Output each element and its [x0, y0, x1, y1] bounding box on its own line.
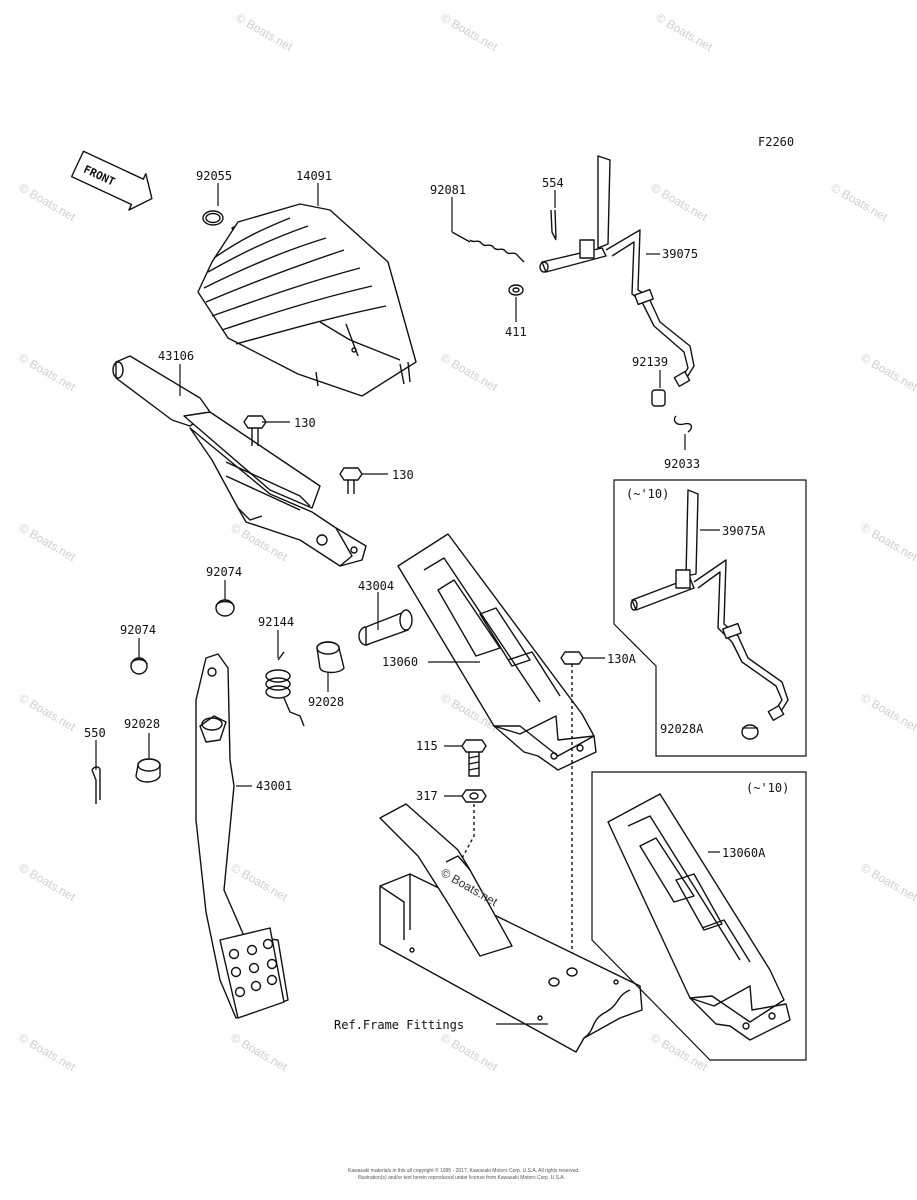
cotter-pin-554 — [550, 209, 557, 241]
label-317: 317 — [416, 789, 438, 803]
spring-92144 — [265, 651, 305, 727]
bolt-115 — [461, 739, 487, 777]
figure-code: F2260 — [758, 135, 794, 149]
pedal-13060 — [397, 533, 597, 771]
watermark: © Boats.net — [654, 10, 716, 54]
label-92028-left: 92028 — [124, 717, 160, 731]
lever-43106 — [112, 355, 367, 567]
part-labels: 92055 14091 92081 554 39075 411 92139 92… — [84, 169, 789, 1032]
label-411: 411 — [505, 325, 527, 339]
washer-411 — [508, 284, 524, 296]
label-550: 550 — [84, 726, 106, 740]
label-43004: 43004 — [358, 579, 394, 593]
bolt-130A — [560, 651, 584, 665]
label-92033: 92033 — [664, 457, 700, 471]
nut-317 — [461, 789, 487, 803]
watermark: © Boats.net — [439, 1030, 501, 1074]
label-13060A: 13060A — [722, 846, 766, 860]
watermark: © Boats.net — [17, 860, 79, 904]
label-39075: 39075 — [662, 247, 698, 261]
watermark: © Boats.net — [859, 350, 917, 394]
cap-92074-upper — [215, 599, 235, 617]
pedal-13060A — [607, 793, 791, 1041]
pin-43004 — [358, 609, 413, 646]
collar-92028-left — [135, 758, 161, 783]
label-13060: 13060 — [382, 655, 418, 669]
watermark: © Boats.net — [859, 520, 917, 564]
watermark: © Boats.net — [649, 180, 711, 224]
watermark: © Boats.net — [829, 180, 891, 224]
watermark: © Boats.net — [229, 1030, 291, 1074]
label-92081: 92081 — [430, 183, 466, 197]
bolt-130-lower — [339, 467, 363, 494]
cotter-pin-550 — [91, 766, 101, 804]
inset2-note: (~'10) — [746, 781, 789, 795]
label-43106: 43106 — [158, 349, 194, 363]
label-115: 115 — [416, 739, 438, 753]
leader-lines — [95, 183, 758, 1025]
label-92139: 92139 — [632, 355, 668, 369]
label-92144: 92144 — [258, 615, 294, 629]
label-130-lower: 130 — [392, 468, 414, 482]
rod-39075A — [630, 489, 789, 722]
label-92055: 92055 — [196, 169, 232, 183]
label-130-upper: 130 — [294, 416, 316, 430]
label-92028-middle: 92028 — [308, 695, 344, 709]
spring-92081 — [451, 231, 525, 263]
inset-frame-2 — [591, 771, 807, 1061]
pedal-43001 — [195, 653, 289, 1019]
label-92074-upper: 92074 — [206, 565, 242, 579]
collar-92028-middle — [316, 641, 345, 674]
bolt-115-line — [459, 804, 475, 863]
watermark: © Boats.net — [17, 690, 79, 734]
watermark: © Boats.net — [17, 180, 79, 224]
inset-frame-1 — [613, 479, 807, 757]
watermark: © Boats.net — [439, 350, 501, 394]
label-554: 554 — [542, 176, 564, 190]
cap-92074-lower — [130, 657, 148, 675]
watermark: © Boats.net — [17, 350, 79, 394]
bushing-92028A — [741, 724, 759, 740]
watermark: © Boats.net — [439, 10, 501, 54]
copyright-line-1: Kawasaki materials in this all copyright… — [348, 1167, 580, 1174]
frame-fittings — [379, 803, 643, 1053]
watermark: © Boats.net — [229, 860, 291, 904]
watermark: © Boats.net — [649, 1030, 711, 1074]
label-92074-lower: 92074 — [120, 623, 156, 637]
watermark: © Boats.net — [17, 1030, 79, 1074]
label-43001: 43001 — [256, 779, 292, 793]
clip-92033 — [673, 415, 693, 433]
label-130A: 130A — [607, 652, 637, 666]
boot-cover-14091 — [197, 203, 417, 397]
watermark: © Boats.net — [234, 10, 296, 54]
label-92028A: 92028A — [660, 722, 704, 736]
watermark: © Boats.net — [859, 690, 917, 734]
rod-39075 — [539, 155, 695, 388]
watermark: © Boats.net — [17, 520, 79, 564]
label-39075A: 39075A — [722, 524, 766, 538]
label-ref-frame-fittings: Ref.Frame Fittings — [334, 1018, 464, 1032]
inset1-note: (~'10) — [626, 487, 669, 501]
front-arrow: FRONT — [70, 150, 153, 211]
watermark: © Boats.net — [859, 860, 917, 904]
label-14091: 14091 — [296, 169, 332, 183]
bushing-92139 — [651, 389, 666, 407]
bolt-130-upper — [243, 415, 267, 446]
copyright-line-2: Illustration(s) and/or text herein repro… — [358, 1175, 565, 1181]
